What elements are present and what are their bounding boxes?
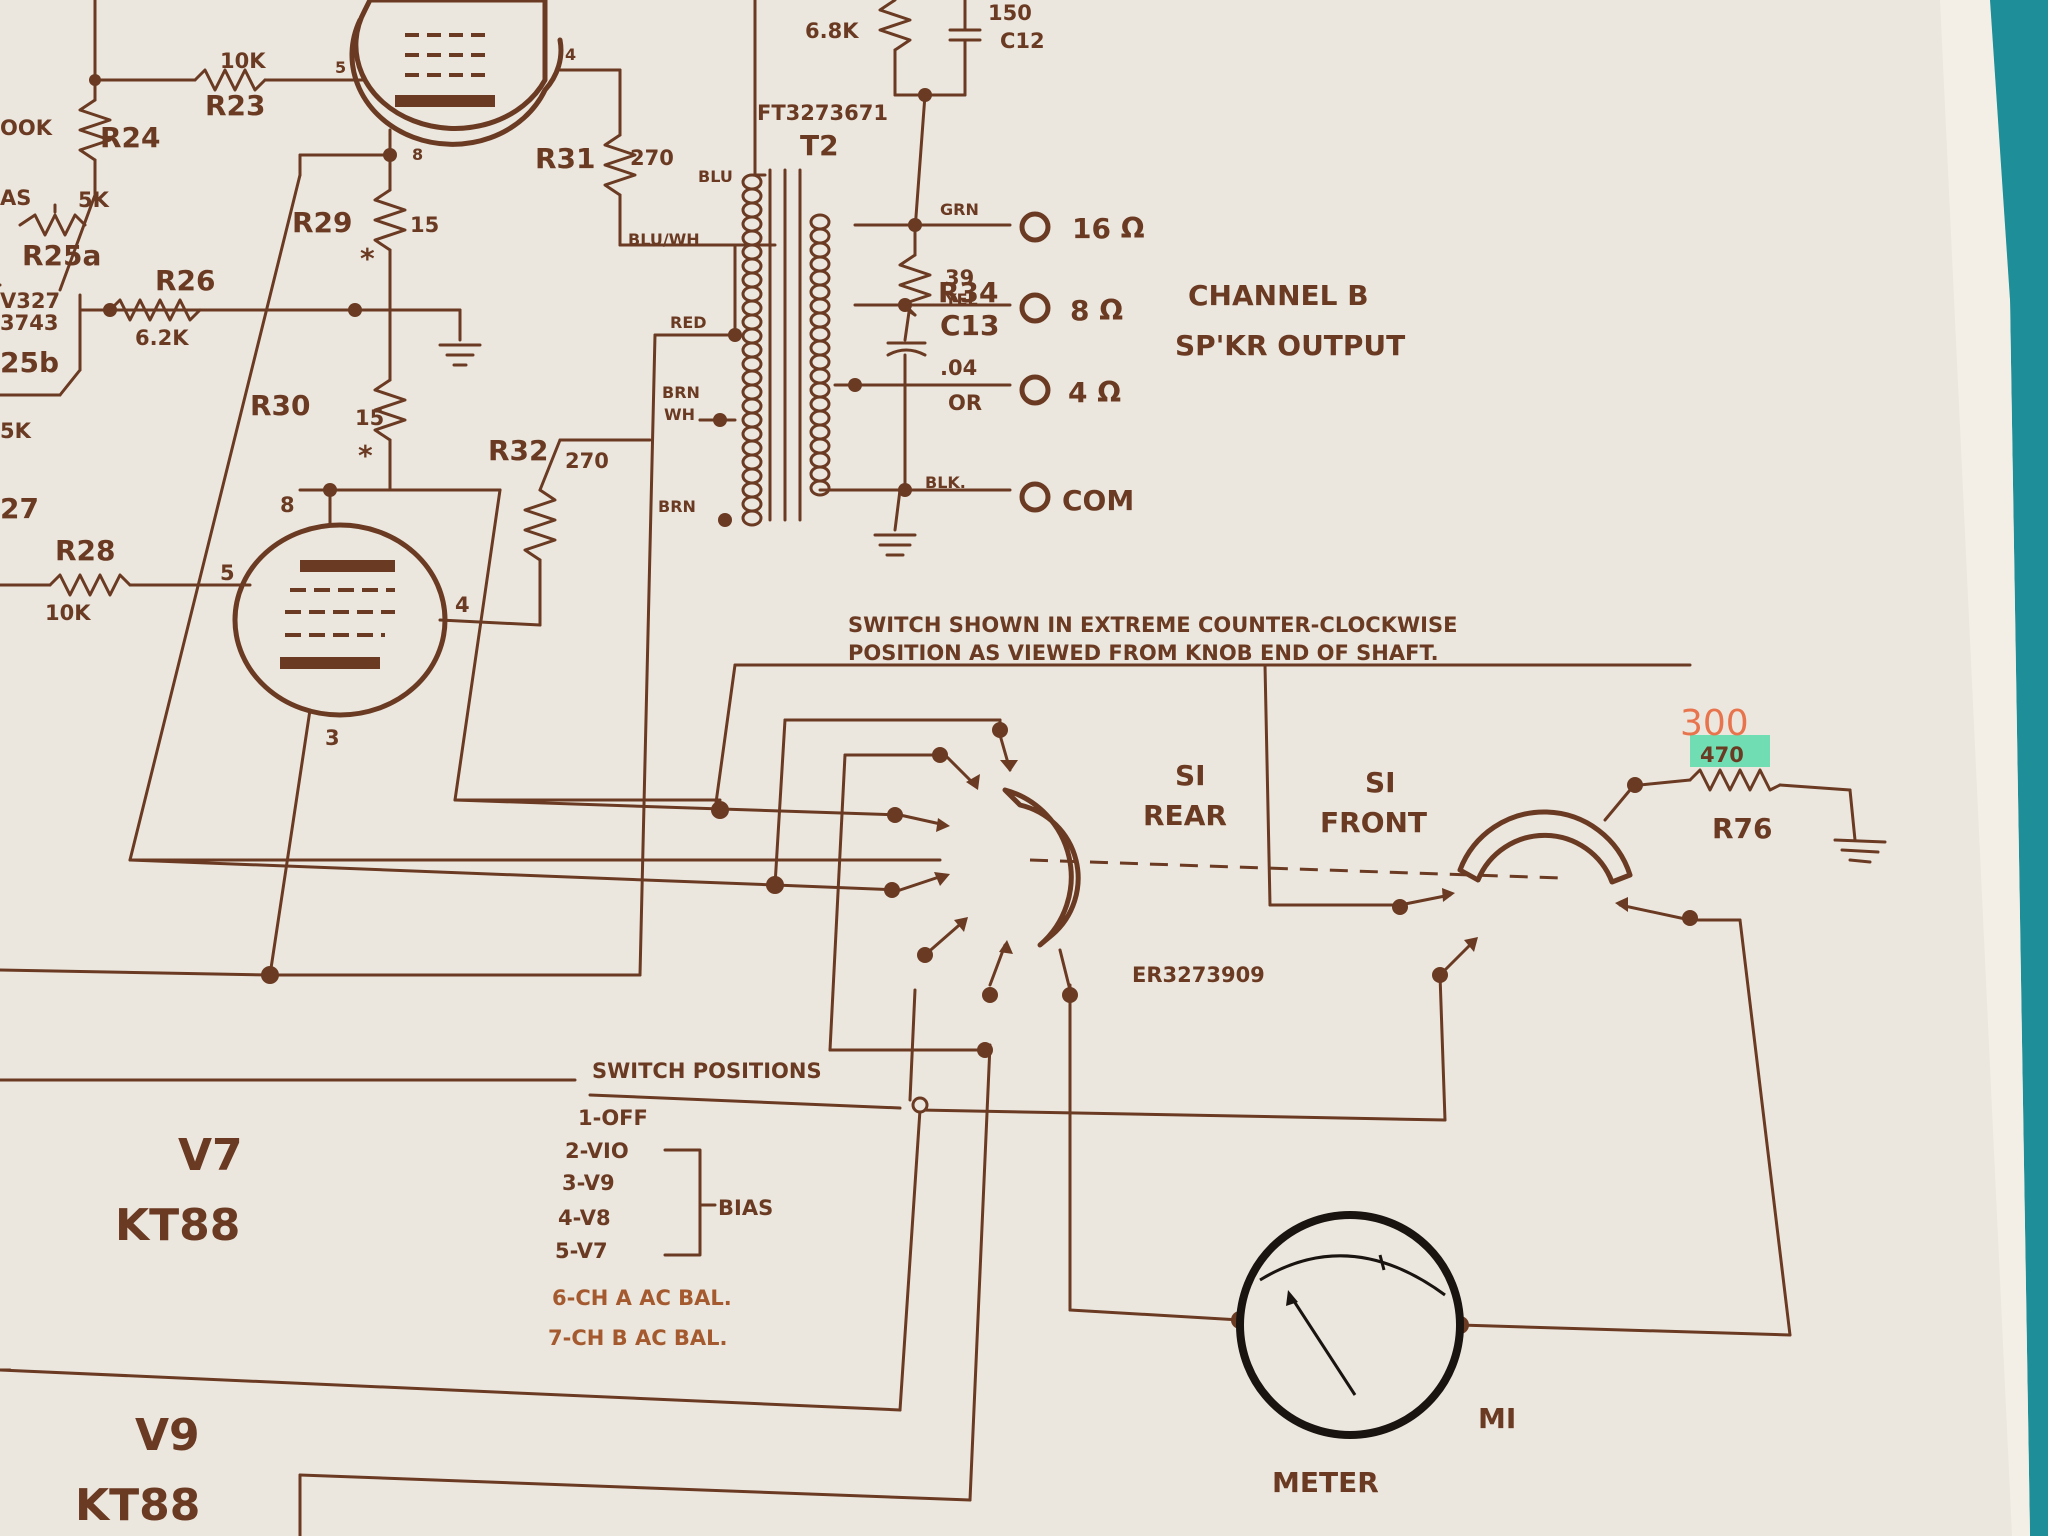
wire-blu-wh: BLU/WH	[628, 230, 700, 249]
switch-position-7: 7-CH B AC BAL.	[548, 1326, 728, 1350]
r76-handwritten-note: 300	[1680, 703, 1749, 744]
bias-label: BIAS	[718, 1196, 773, 1220]
wire-blk: BLK.	[925, 473, 966, 492]
r24-label: R24	[100, 121, 161, 154]
svg-text:*: *	[358, 439, 373, 472]
wire-red: RED	[670, 313, 707, 332]
pin-8-v7: 8	[280, 493, 295, 517]
r34-label: R34	[938, 276, 999, 309]
wire-brn-wh-1: BRN	[662, 383, 700, 402]
paper-edge	[1940, 0, 2030, 1536]
c13-label: C13	[940, 309, 1000, 342]
switch-part: ER3273909	[1132, 963, 1265, 987]
output-16: 16 Ω	[1072, 212, 1145, 245]
r32-value: 270	[565, 449, 609, 473]
r26-label: R26	[155, 264, 216, 297]
bias-fragment: AS	[0, 186, 31, 210]
tube-v9-name: V9	[135, 1410, 200, 1461]
c12-label: C12	[1000, 29, 1045, 53]
pin-4-v7: 4	[455, 593, 470, 617]
switch-wafer-rear	[1002, 787, 1081, 948]
output-terminals	[1019, 211, 1051, 513]
c13-value: .04	[940, 356, 977, 380]
switch-position-1: 1-OFF	[578, 1106, 648, 1130]
wire-brn-wh-2: WH	[664, 405, 695, 424]
r34-value: 39	[945, 266, 974, 290]
c12-value: 150	[988, 1, 1032, 25]
output-4: 4 Ω	[1068, 376, 1121, 409]
channel-label-line2: SP'KR OUTPUT	[1175, 329, 1405, 362]
r30-value: 15	[355, 406, 384, 430]
switch-note-line1: SWITCH SHOWN IN EXTREME COUNTER-CLOCKWIS…	[848, 613, 1457, 637]
v327-label: V327	[0, 289, 60, 313]
r76-highlight	[1690, 735, 1770, 767]
r29-value: 15	[410, 213, 439, 237]
r26-value: 6.2K	[135, 326, 189, 350]
teal-background	[1960, 0, 2048, 1536]
r23-value: 10K	[220, 49, 266, 73]
switch-rear-2: REAR	[1143, 799, 1227, 832]
switch-position-3: 3-V9	[562, 1171, 615, 1195]
meter-ref: MI	[1478, 1402, 1516, 1435]
r33-value: 6.8K	[805, 19, 859, 43]
transformer-t2	[741, 168, 831, 527]
r28-label: R28	[55, 534, 116, 567]
coil-turn	[741, 509, 763, 527]
r25a-label: R25a	[22, 239, 101, 272]
switch-position-2: 2-VIO	[565, 1139, 629, 1163]
r76-label: R76	[1712, 812, 1773, 845]
wire-blu: BLU	[698, 167, 733, 186]
switch-positions-title: SWITCH POSITIONS	[592, 1059, 822, 1083]
tube-v9-type: KT88	[75, 1480, 200, 1531]
r23-label: R23	[205, 89, 266, 122]
channel-label-line1: CHANNEL B	[1188, 279, 1369, 312]
r28-value: 10K	[45, 601, 91, 625]
wire-grn: GRN	[940, 200, 979, 219]
r30-label: R30	[250, 389, 311, 422]
output-com: COM	[1062, 484, 1134, 517]
output-8: 8 Ω	[1070, 294, 1123, 327]
r32-label: R32	[488, 434, 549, 467]
pin-3-v7: 3	[325, 726, 340, 750]
tube-v8	[349, 0, 564, 147]
transformer-name: T2	[800, 129, 839, 162]
meter-label: METER	[1272, 1466, 1379, 1499]
wire-or: OR	[948, 391, 982, 415]
wire-yel: YEL	[944, 290, 978, 309]
switch-front-2: FRONT	[1320, 806, 1427, 839]
pin-5-v7: 5	[220, 561, 235, 585]
tube-v7-type: KT88	[115, 1200, 240, 1251]
tube-v7-name: V7	[178, 1130, 243, 1181]
r76-value: 470	[1700, 743, 1744, 767]
svg-text:*: *	[360, 242, 375, 275]
r25a-value: 5K	[78, 188, 110, 212]
v327b-label: 3743	[0, 311, 58, 335]
switch-position-6: 6-CH A AC BAL.	[552, 1286, 732, 1310]
coil-turn	[809, 479, 831, 497]
r25b-label: 25b	[0, 346, 59, 379]
wire-brn: BRN	[658, 497, 696, 516]
meter-m1	[1236, 1211, 1464, 1439]
switch-position-4: 4-V8	[558, 1206, 611, 1230]
switch-front-1: SI	[1365, 766, 1396, 799]
r24-value: OOK	[0, 116, 53, 140]
switch-rear-1: SI	[1175, 759, 1206, 792]
switch-wafer-front	[1457, 809, 1633, 885]
r27-fragment: 27	[0, 492, 39, 525]
r31-label: R31	[535, 142, 596, 175]
r25b-value: 5K	[0, 419, 32, 443]
pin-8-top: 8	[412, 145, 423, 164]
r31-value: 270	[630, 146, 674, 170]
r29-label: R29	[292, 206, 353, 239]
tube-v7	[232, 522, 448, 718]
transformer-part: FT3273671	[757, 101, 888, 125]
switch-note-line2: POSITION AS VIEWED FROM KNOB END OF SHAF…	[848, 641, 1439, 665]
switch-position-5: 5-V7	[555, 1239, 608, 1263]
pin-4-top: 4	[565, 45, 576, 64]
pin-5-top: 5	[335, 58, 346, 77]
